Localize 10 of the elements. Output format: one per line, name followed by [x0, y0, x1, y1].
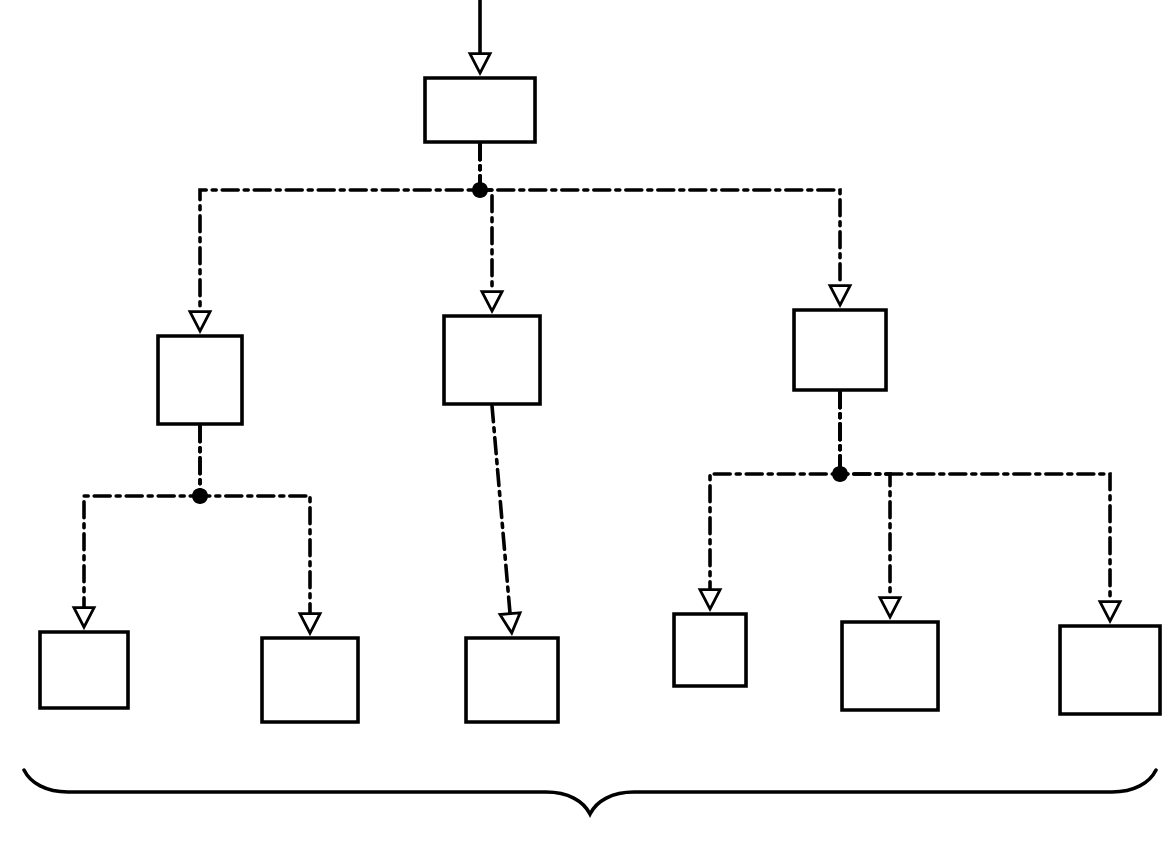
process-box: [156, 334, 244, 426]
process-box: [672, 612, 748, 688]
process-box: [38, 630, 130, 710]
process-box: [840, 620, 940, 712]
process-box: [464, 636, 560, 724]
process-box: [792, 308, 888, 392]
process-box: [423, 76, 537, 144]
process-box: [260, 636, 360, 724]
process-box: [442, 314, 542, 406]
process-box: [1058, 624, 1162, 716]
